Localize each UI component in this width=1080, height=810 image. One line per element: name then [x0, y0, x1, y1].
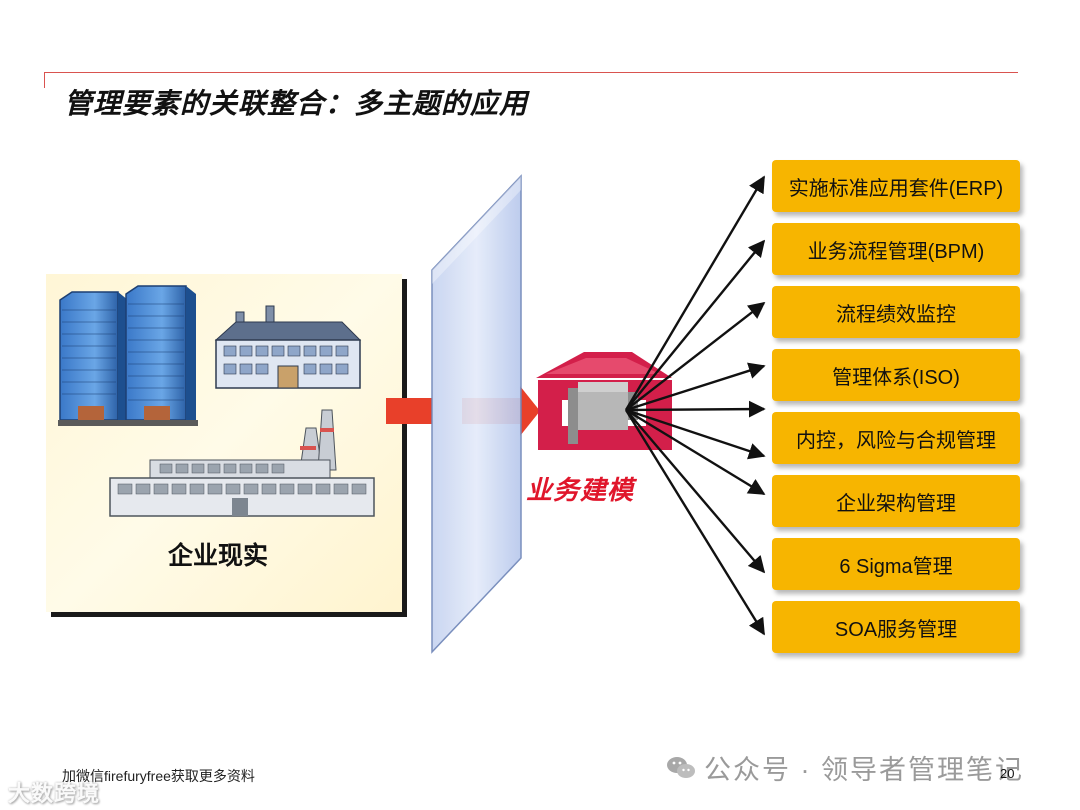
arrow-to-item-2 [626, 241, 764, 410]
watermark-left: 大数跨境 [8, 776, 100, 808]
application-item-iso: 管理体系(ISO) [772, 349, 1020, 401]
application-item-six-sigma: 6 Sigma管理 [772, 538, 1020, 590]
arrow-to-item-1 [626, 177, 764, 410]
application-item-grc: 内控，风险与合规管理 [772, 412, 1020, 464]
application-item-enterprise-architecture: 企业架构管理 [772, 475, 1020, 527]
application-item-process-monitoring: 流程绩效监控 [772, 286, 1020, 338]
glass-panel [432, 176, 521, 652]
wechat-icon [666, 755, 696, 781]
application-item-erp: 实施标准应用套件(ERP) [772, 160, 1020, 212]
application-item-bpm: 业务流程管理(BPM) [772, 223, 1020, 275]
business-modeling-label: 业务建模 [526, 470, 634, 507]
arrow-to-item-3 [626, 303, 764, 410]
application-list: 实施标准应用套件(ERP) 业务流程管理(BPM) 流程绩效监控 管理体系(IS… [772, 160, 1020, 664]
arrow-to-item-5 [626, 409, 764, 410]
enterprise-reality-label: 企业现实 [168, 536, 268, 572]
watermark-right: 公众号 · 领导者管理笔记 [666, 748, 1024, 787]
arrow-to-item-7 [626, 410, 764, 494]
watermark-right-text: 公众号 · 领导者管理笔记 [704, 748, 1024, 787]
arrow-to-item-8 [626, 410, 764, 572]
factory-icon [216, 306, 360, 388]
application-item-soa: SOA服务管理 [772, 601, 1020, 653]
arrow-to-item-9 [626, 410, 764, 634]
office-towers-icon [58, 286, 198, 426]
page-number: 20 [1000, 766, 1014, 781]
